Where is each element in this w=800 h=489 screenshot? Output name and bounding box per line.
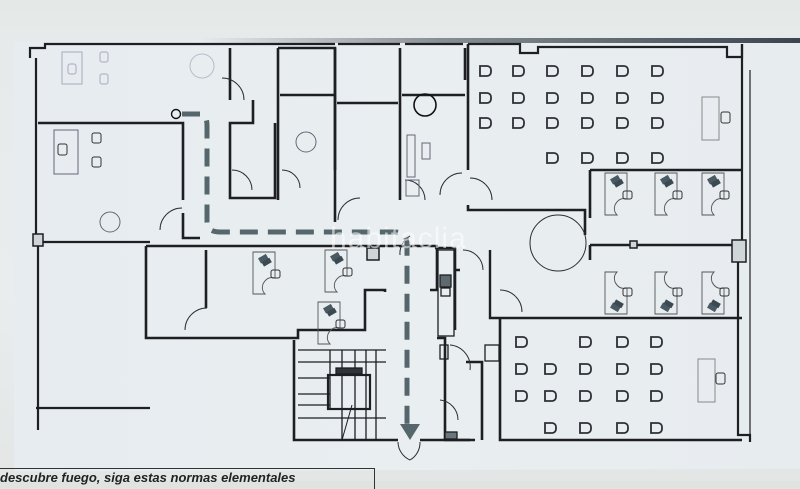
office-furniture	[53, 51, 431, 233]
classroom-top-chairs	[479, 65, 731, 164]
kitchen	[437, 249, 500, 440]
outer-walls	[28, 42, 752, 442]
exit-arrow-icon	[400, 424, 420, 440]
fire-safety-caption: descubre fuego, siga estas normas elemen…	[0, 470, 296, 485]
doors	[159, 77, 587, 461]
staircase	[298, 349, 386, 441]
columns	[32, 233, 747, 263]
watermark: habitaclia	[330, 222, 467, 255]
paper-edge-shadow	[200, 38, 800, 43]
caption-box	[0, 468, 375, 489]
interior-walls	[38, 44, 742, 442]
classroom-bottom-chairs	[515, 336, 726, 434]
